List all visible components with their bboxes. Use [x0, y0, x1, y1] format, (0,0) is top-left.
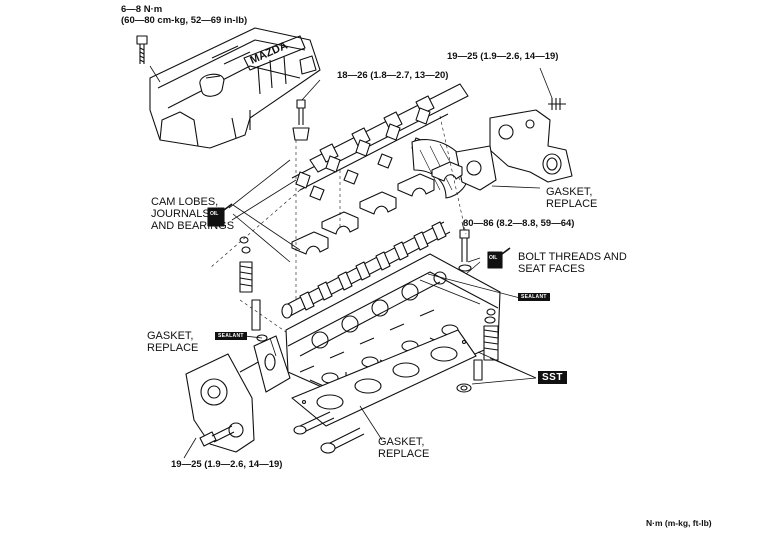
callout-gasket-left-line2: REPLACE [147, 342, 199, 354]
cover-bolt-icon [136, 35, 148, 64]
torque-cover-line1: 6—8 N·m [121, 4, 163, 15]
head-bolt-icon [458, 229, 472, 272]
torque-housing: 19—25 (1.9—2.6, 14—19) [447, 51, 559, 62]
torque-cam-cap: 18—26 (1.8—2.7, 13—20) [337, 70, 449, 81]
sealant-tube-plate: SEALANT [215, 332, 247, 340]
plate-bolt-icon [199, 425, 235, 447]
callout-gasket-housing-line2: REPLACE [546, 198, 598, 210]
units-note: N·m (m-kg, ft-lb) [646, 518, 712, 528]
callout-cam-line3: AND BEARINGS [151, 220, 235, 232]
callout-gasket-head-line1: GASKET, [378, 436, 425, 448]
callout-bolt-line1: BOLT THREADS AND [518, 251, 627, 263]
oil-can-icon-bolt [487, 247, 511, 269]
leader-lines [149, 65, 553, 459]
water-outlet-housing-icon [489, 98, 573, 183]
oil-can-label-bolt: OIL [489, 255, 498, 261]
intake-exhaust-valves-icon [293, 411, 365, 454]
valve-cover-icon [149, 27, 321, 149]
callout-cam-line1: CAM LOBES, [151, 196, 219, 208]
timing-plate-icon [185, 353, 263, 453]
plate-gasket-icon [253, 335, 291, 393]
torque-plate: 19—25 (1.9—2.6, 14—19) [171, 459, 283, 470]
callout-gasket-left-line1: GASKET, [147, 330, 194, 342]
torque-head-bolt: 80—86 (8.2—8.8, 59—64) [463, 218, 575, 229]
callout-gasket-head-line2: REPLACE [378, 448, 430, 460]
oil-can-label-cam: OIL [210, 211, 219, 217]
camshaft-icon [281, 221, 451, 319]
callout-gasket-housing-line1: GASKET, [546, 186, 593, 198]
left-valve-spring-stack-icon [239, 236, 268, 342]
right-valve-spring-stack-icon [456, 308, 499, 393]
housing-gasket-icon [455, 145, 497, 191]
cam-bearing-caps-icon [291, 161, 463, 255]
cam-cap-bolt-icon [292, 99, 310, 141]
oil-can-icon-cam [207, 203, 233, 227]
phantom-lines [209, 115, 467, 333]
head-gasket-icon [291, 329, 477, 427]
callout-cam-line2: JOURNALS, [151, 208, 213, 220]
torque-cover-line2: (60—80 cm-kg, 52—69 in-lb) [121, 15, 248, 26]
sst-tag: SST [538, 371, 567, 384]
sealant-tube-label: SEALANT [521, 294, 547, 300]
sealant-tube-head: SEALANT [518, 293, 550, 301]
sealant-tube-label: SEALANT [218, 333, 244, 339]
callout-bolt-line2: SEAT FACES [518, 263, 585, 275]
